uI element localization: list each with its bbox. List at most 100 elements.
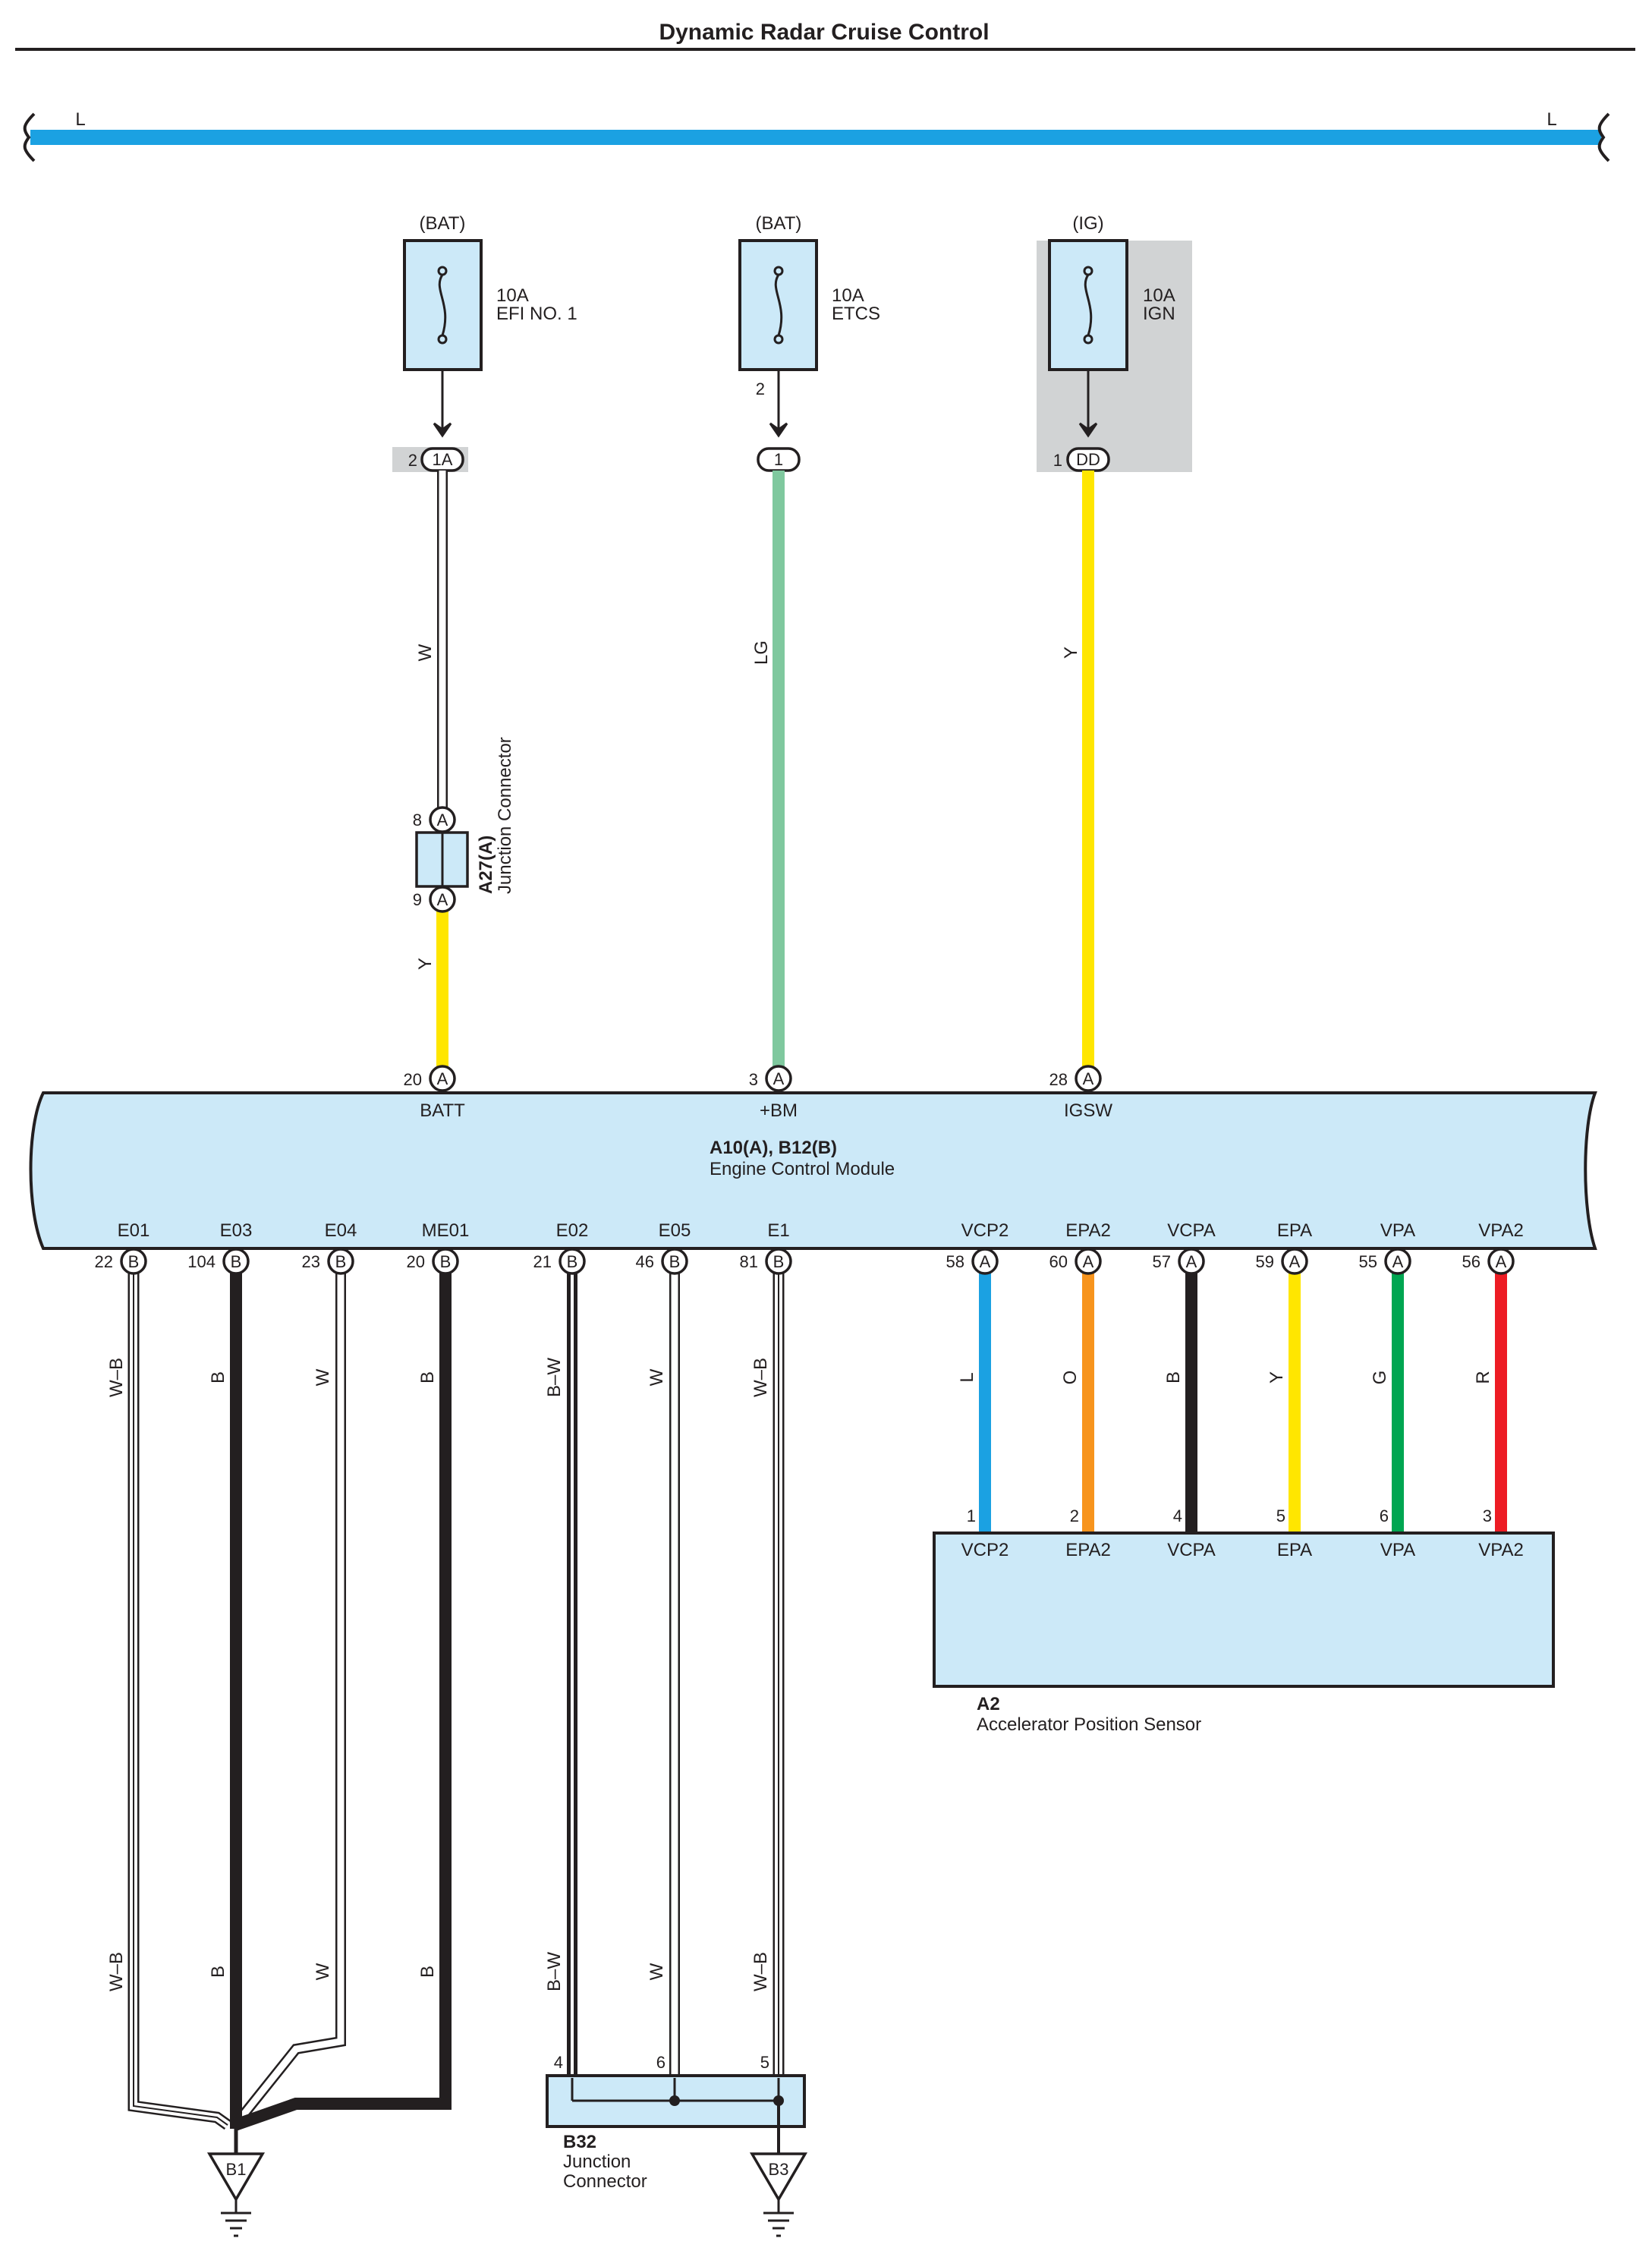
ecm-top-pins: 20 A BATT 3 A +BM 28 A IGSW (404, 1065, 1112, 1121)
ecm-pin-vpa2: VPA2 56 A (1462, 1220, 1524, 1275)
wire-color-code: W (647, 1963, 667, 1980)
ecm-pin-e1: E1 81 B (740, 1220, 792, 1275)
pin-number: 22 (95, 1252, 113, 1271)
wire-color-code: B–W (544, 1358, 565, 1397)
pin-number: 58 (946, 1252, 964, 1271)
sensor-pin-num: 3 (1483, 1506, 1492, 1525)
wire-lg-bm: LG (751, 471, 785, 1066)
fuse-source: (BAT) (420, 213, 466, 234)
fuse-name: IGN (1143, 304, 1175, 324)
ecm-pin-e02: E02 21 B (533, 1220, 588, 1275)
a27-pin-top-conn: A (437, 811, 448, 830)
ground-wiring: W–B B W B B–W W W–B W–B B W B B–W W W–B (106, 1261, 785, 2154)
wire-color-code: LG (751, 641, 772, 665)
sensor-pin-label: VPA (1380, 1540, 1415, 1560)
wire-color-code: W–B (750, 1952, 771, 1991)
pin-conn: A (1392, 1252, 1404, 1271)
ecm-pin-epa: EPA 59 A (1256, 1220, 1312, 1275)
b32-name: B32 (563, 2132, 596, 2152)
ground-b1: B1 (206, 2152, 266, 2237)
pin-number: 56 (1462, 1252, 1481, 1271)
wire-color-code: B (1163, 1371, 1184, 1384)
sensor-pin-label: EPA (1277, 1540, 1312, 1560)
pin-conn: B (773, 1252, 785, 1271)
b32-desc-line1: Junction (563, 2152, 631, 2172)
ecm-name: A10(A), B12(B) (710, 1138, 837, 1158)
pin-number: 21 (533, 1252, 552, 1271)
sensor-pin-num: 4 (1173, 1506, 1182, 1525)
ecm-pin-e03: E03 104 B (187, 1220, 252, 1275)
sensor-pin-label: VPA2 (1478, 1540, 1524, 1560)
a27-pin-bottom-num: 9 (413, 890, 422, 909)
top-bus: L L (23, 109, 1610, 162)
wire-color-code: R (1473, 1371, 1493, 1384)
junction-connector-b32: 4 6 5 B32 Junction Connector (546, 2053, 806, 2192)
ecm-pin-vpa: VPA 55 A (1359, 1220, 1415, 1275)
fuse-name: EFI NO. 1 (496, 304, 577, 324)
fuse-rating: 10A (1143, 285, 1175, 306)
wire-color-code: B (208, 1966, 228, 1978)
wire-color-code: W (647, 1368, 667, 1386)
pin-number: 28 (1049, 1070, 1068, 1089)
ecm-pin-e01: E01 22 B (95, 1220, 149, 1275)
pin-conn: A (1083, 1069, 1094, 1088)
pin-conn: A (773, 1069, 785, 1088)
bus-left-label: L (75, 109, 85, 130)
fuse-ign: (IG) 10A IGN (1048, 213, 1175, 438)
sensor-pin-num: 5 (1276, 1506, 1285, 1525)
bus-right-label: L (1547, 109, 1556, 130)
pin-conn: A (1083, 1252, 1094, 1271)
ecm-pin-me01: ME01 20 B (407, 1220, 469, 1275)
sensor-pin-num: 6 (1380, 1506, 1389, 1525)
sensor-pin-label: VCPA (1167, 1540, 1216, 1560)
junction-connector-a27: 8 A 9 A A27(A) Junction Connector (413, 737, 515, 913)
wire-y-igsw: Y (1061, 471, 1094, 1066)
pin-conn: B (669, 1252, 681, 1271)
pin-conn: B (440, 1252, 452, 1271)
fuse-out-pin: 2 (756, 379, 765, 398)
connector-id: 1 (774, 450, 783, 469)
pin-number: 20 (407, 1252, 425, 1271)
wire-color-code: W–B (106, 1952, 127, 1991)
connector-pin: 1 (1053, 451, 1062, 470)
pin-conn: A (437, 1069, 448, 1088)
ecm-pin-igsw: 28 A IGSW (1049, 1065, 1112, 1121)
sensor-pin-label: EPA2 (1065, 1540, 1111, 1560)
wire-color-code: Y (1061, 647, 1081, 659)
a27-desc: Junction Connector (495, 737, 515, 894)
pin-label: VCP2 (961, 1220, 1009, 1241)
sensor-pin-label: VCP2 (961, 1540, 1009, 1560)
ecm-pin-e05: E05 46 B (636, 1220, 691, 1275)
wire-color-code: O (1060, 1371, 1081, 1385)
pin-label: VPA2 (1478, 1220, 1524, 1241)
sensor-pin-num: 1 (967, 1506, 976, 1525)
pin-number: 20 (404, 1070, 422, 1089)
connector-pin: 2 (408, 451, 417, 470)
ground-name: B3 (769, 2160, 789, 2179)
wire-color-code: Y (415, 958, 436, 970)
wire-color-code: W (313, 1963, 333, 1980)
ecm-pin-batt: 20 A BATT (404, 1065, 465, 1121)
pin-number: 57 (1153, 1252, 1171, 1271)
pin-label: VCPA (1167, 1220, 1216, 1241)
ecm-pin-epa2: EPA2 60 A (1049, 1220, 1111, 1275)
ground-b3: B3 (749, 2152, 808, 2237)
sensor-desc: Accelerator Position Sensor (977, 1714, 1201, 1735)
pin-number: 104 (187, 1252, 216, 1271)
wire-color-code: W–B (750, 1358, 771, 1397)
connector-id: 1A (433, 450, 453, 469)
fuse-name: ETCS (832, 304, 880, 324)
fuse-rating: 10A (496, 285, 529, 306)
pin-number: 46 (636, 1252, 654, 1271)
wire-y-batt: Y (415, 911, 448, 1066)
sensor-wiring: L O B Y G R (957, 1261, 1507, 1533)
wire-color-code: L (957, 1372, 977, 1382)
wire-color-code: W–B (106, 1358, 127, 1397)
pin-label: VPA (1380, 1220, 1415, 1241)
b32-pin: 5 (760, 2053, 769, 2072)
pin-label: +BM (760, 1100, 798, 1121)
pin-number: 23 (302, 1252, 320, 1271)
wire-w-efi: W (415, 471, 448, 807)
a27-pin-top-num: 8 (413, 811, 422, 830)
pin-conn: A (980, 1252, 991, 1271)
